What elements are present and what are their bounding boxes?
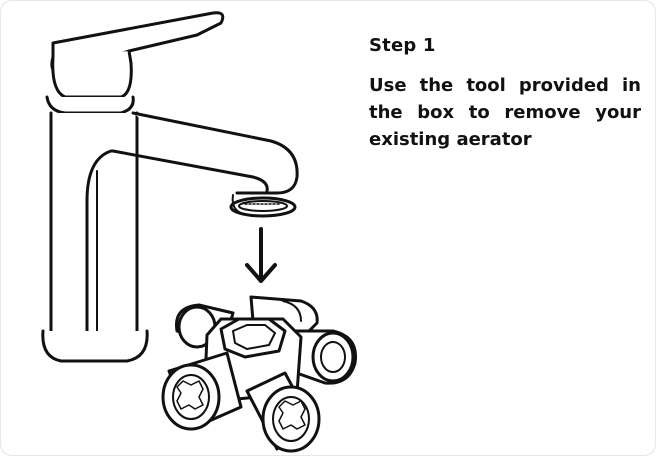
arrow-down-icon: [245, 227, 277, 283]
step-title: Step 1: [369, 35, 436, 56]
instruction-text-panel: Step 1 Use the tool provided in the box …: [369, 35, 641, 153]
aerator-key-tool-illustration: [161, 295, 358, 453]
faucet-illustration: [41, 11, 299, 363]
step-description: Use the tool provided in the box to remo…: [369, 75, 641, 150]
